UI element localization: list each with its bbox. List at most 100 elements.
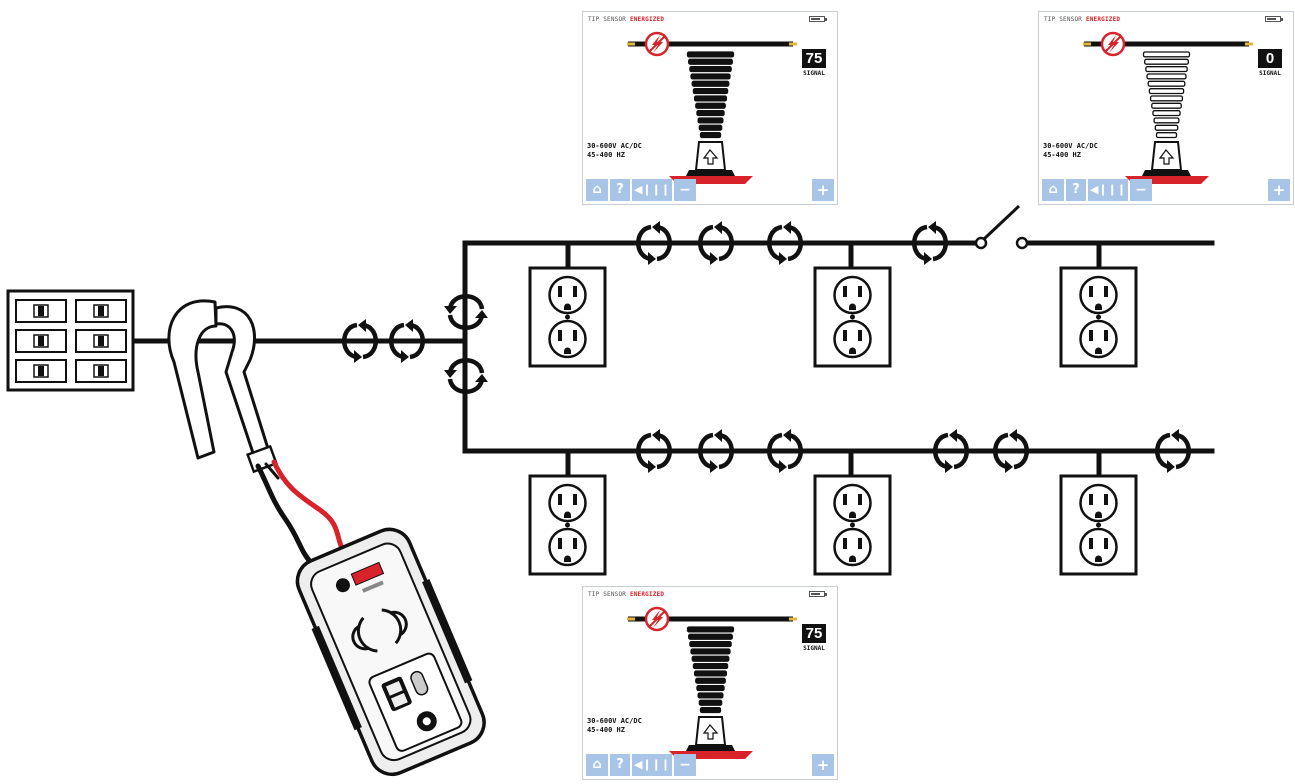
plus-button[interactable]: +	[812, 754, 834, 776]
tip-sensor-screen-3: TIP SENSOR ENERGIZED 75 SIGNAL 30-600V A…	[582, 586, 838, 780]
voltage-text: 30-600V AC/DC	[587, 142, 642, 150]
probe-icon	[669, 141, 753, 184]
signal-value: 0	[1258, 49, 1282, 68]
signal-value: 75	[802, 49, 826, 68]
probe-graphic	[1083, 31, 1253, 184]
minus-button[interactable]: −	[1130, 179, 1152, 201]
signal-segment	[698, 699, 723, 706]
plus-button[interactable]: +	[812, 179, 834, 201]
screen-header: TIP SENSOR ENERGIZED	[1044, 16, 1120, 23]
voltage-text: 30-600V AC/DC	[587, 717, 642, 725]
outlet-icon	[813, 474, 892, 576]
signal-segment	[696, 110, 725, 117]
probe-icon	[669, 716, 753, 759]
signal-segment	[689, 66, 732, 73]
signal-value: 75	[802, 624, 826, 643]
screen-header: TIP SENSOR ENERGIZED	[588, 16, 664, 23]
signal-segment	[693, 670, 728, 677]
lightning-icon	[1100, 31, 1126, 57]
voltage-text: 30-600V AC/DC	[1043, 142, 1098, 150]
signal-segment	[695, 677, 726, 684]
signal-arrow-icon	[444, 358, 488, 394]
signal-segment	[688, 58, 733, 65]
signal-arrow-icon	[698, 429, 734, 473]
volume-button[interactable]: ◀❙❙❙	[632, 179, 672, 201]
signal-segment	[692, 88, 729, 95]
screen-toolbar: ⌂ ? ◀❙❙❙ − +	[586, 754, 834, 776]
signal-segment	[697, 692, 724, 699]
frequency-text: 45-400 HZ	[587, 151, 625, 159]
signal-segment	[688, 633, 733, 640]
signal-segment	[692, 663, 729, 670]
signal-arrow-icon	[912, 221, 948, 265]
signal-arrow-icon	[636, 429, 672, 473]
help-button[interactable]: ?	[610, 179, 630, 201]
header-label: TIP SENSOR	[1044, 16, 1083, 23]
frequency-text: 45-400 HZ	[587, 726, 625, 734]
signal-arrow-icon	[933, 429, 969, 473]
help-button[interactable]: ?	[610, 754, 630, 776]
home-button[interactable]: ⌂	[586, 179, 608, 201]
screen-toolbar: ⌂ ? ◀❙❙❙ − +	[1042, 179, 1290, 201]
frequency-text: 45-400 HZ	[1043, 151, 1081, 159]
signal-label: SIGNAL	[803, 70, 825, 77]
probe-graphic	[627, 606, 797, 759]
signal-segment	[1144, 58, 1189, 65]
header-label: TIP SENSOR	[588, 16, 627, 23]
signal-label: SIGNAL	[1259, 70, 1281, 77]
outlet-icon	[813, 266, 892, 368]
status-label: ENERGIZED	[629, 16, 665, 23]
battery-icon	[809, 591, 827, 597]
signal-segment	[1152, 110, 1181, 117]
header-label: TIP SENSOR	[588, 591, 627, 598]
breaker-switch	[75, 359, 127, 383]
battery-icon	[809, 16, 827, 22]
tip-sensor-screen-2: TIP SENSOR ENERGIZED 0 SIGNAL 30-600V AC…	[1038, 11, 1294, 205]
signal-segment	[1145, 66, 1188, 73]
signal-segment	[691, 80, 730, 87]
signal-segment	[1153, 117, 1180, 124]
breaker-switch	[15, 329, 67, 353]
breaker-switch	[75, 299, 127, 323]
signal-arrow-icon	[767, 221, 803, 265]
signal-segment	[693, 95, 728, 102]
signal-segment	[1149, 95, 1184, 102]
signal-segment	[698, 124, 723, 131]
breaker-switch	[15, 359, 67, 383]
signal-arrow-icon	[342, 319, 378, 363]
outlet-icon	[1059, 266, 1138, 368]
signal-segment	[696, 685, 725, 692]
help-button[interactable]: ?	[1066, 179, 1086, 201]
signal-segment	[699, 707, 722, 714]
status-label: ENERGIZED	[1085, 16, 1121, 23]
signal-segment	[699, 132, 722, 139]
probe-icon	[1125, 141, 1209, 184]
lightning-icon	[644, 31, 670, 57]
screen-toolbar: ⌂ ? ◀❙❙❙ − +	[586, 179, 834, 201]
signal-segment	[686, 626, 735, 633]
screen-header: TIP SENSOR ENERGIZED	[588, 591, 664, 598]
signal-arrow-icon	[1155, 429, 1191, 473]
signal-segment	[695, 102, 726, 109]
signal-arrow-icon	[389, 319, 425, 363]
status-label: ENERGIZED	[629, 591, 665, 598]
volume-button[interactable]: ◀❙❙❙	[1088, 179, 1128, 201]
plus-button[interactable]: +	[1268, 179, 1290, 201]
transmitter-icon	[295, 527, 486, 777]
signal-segment	[1155, 132, 1178, 139]
signal-arrow-icon	[767, 429, 803, 473]
home-button[interactable]: ⌂	[1042, 179, 1064, 201]
minus-button[interactable]: −	[674, 179, 696, 201]
lightning-icon	[644, 606, 670, 632]
home-button[interactable]: ⌂	[586, 754, 608, 776]
minus-button[interactable]: −	[674, 754, 696, 776]
signal-segment	[686, 51, 735, 58]
signal-arrow-icon	[993, 429, 1029, 473]
volume-button[interactable]: ◀❙❙❙	[632, 754, 672, 776]
outlet-icon	[1059, 474, 1138, 576]
signal-arrow-icon	[698, 221, 734, 265]
signal-segment	[689, 641, 732, 648]
